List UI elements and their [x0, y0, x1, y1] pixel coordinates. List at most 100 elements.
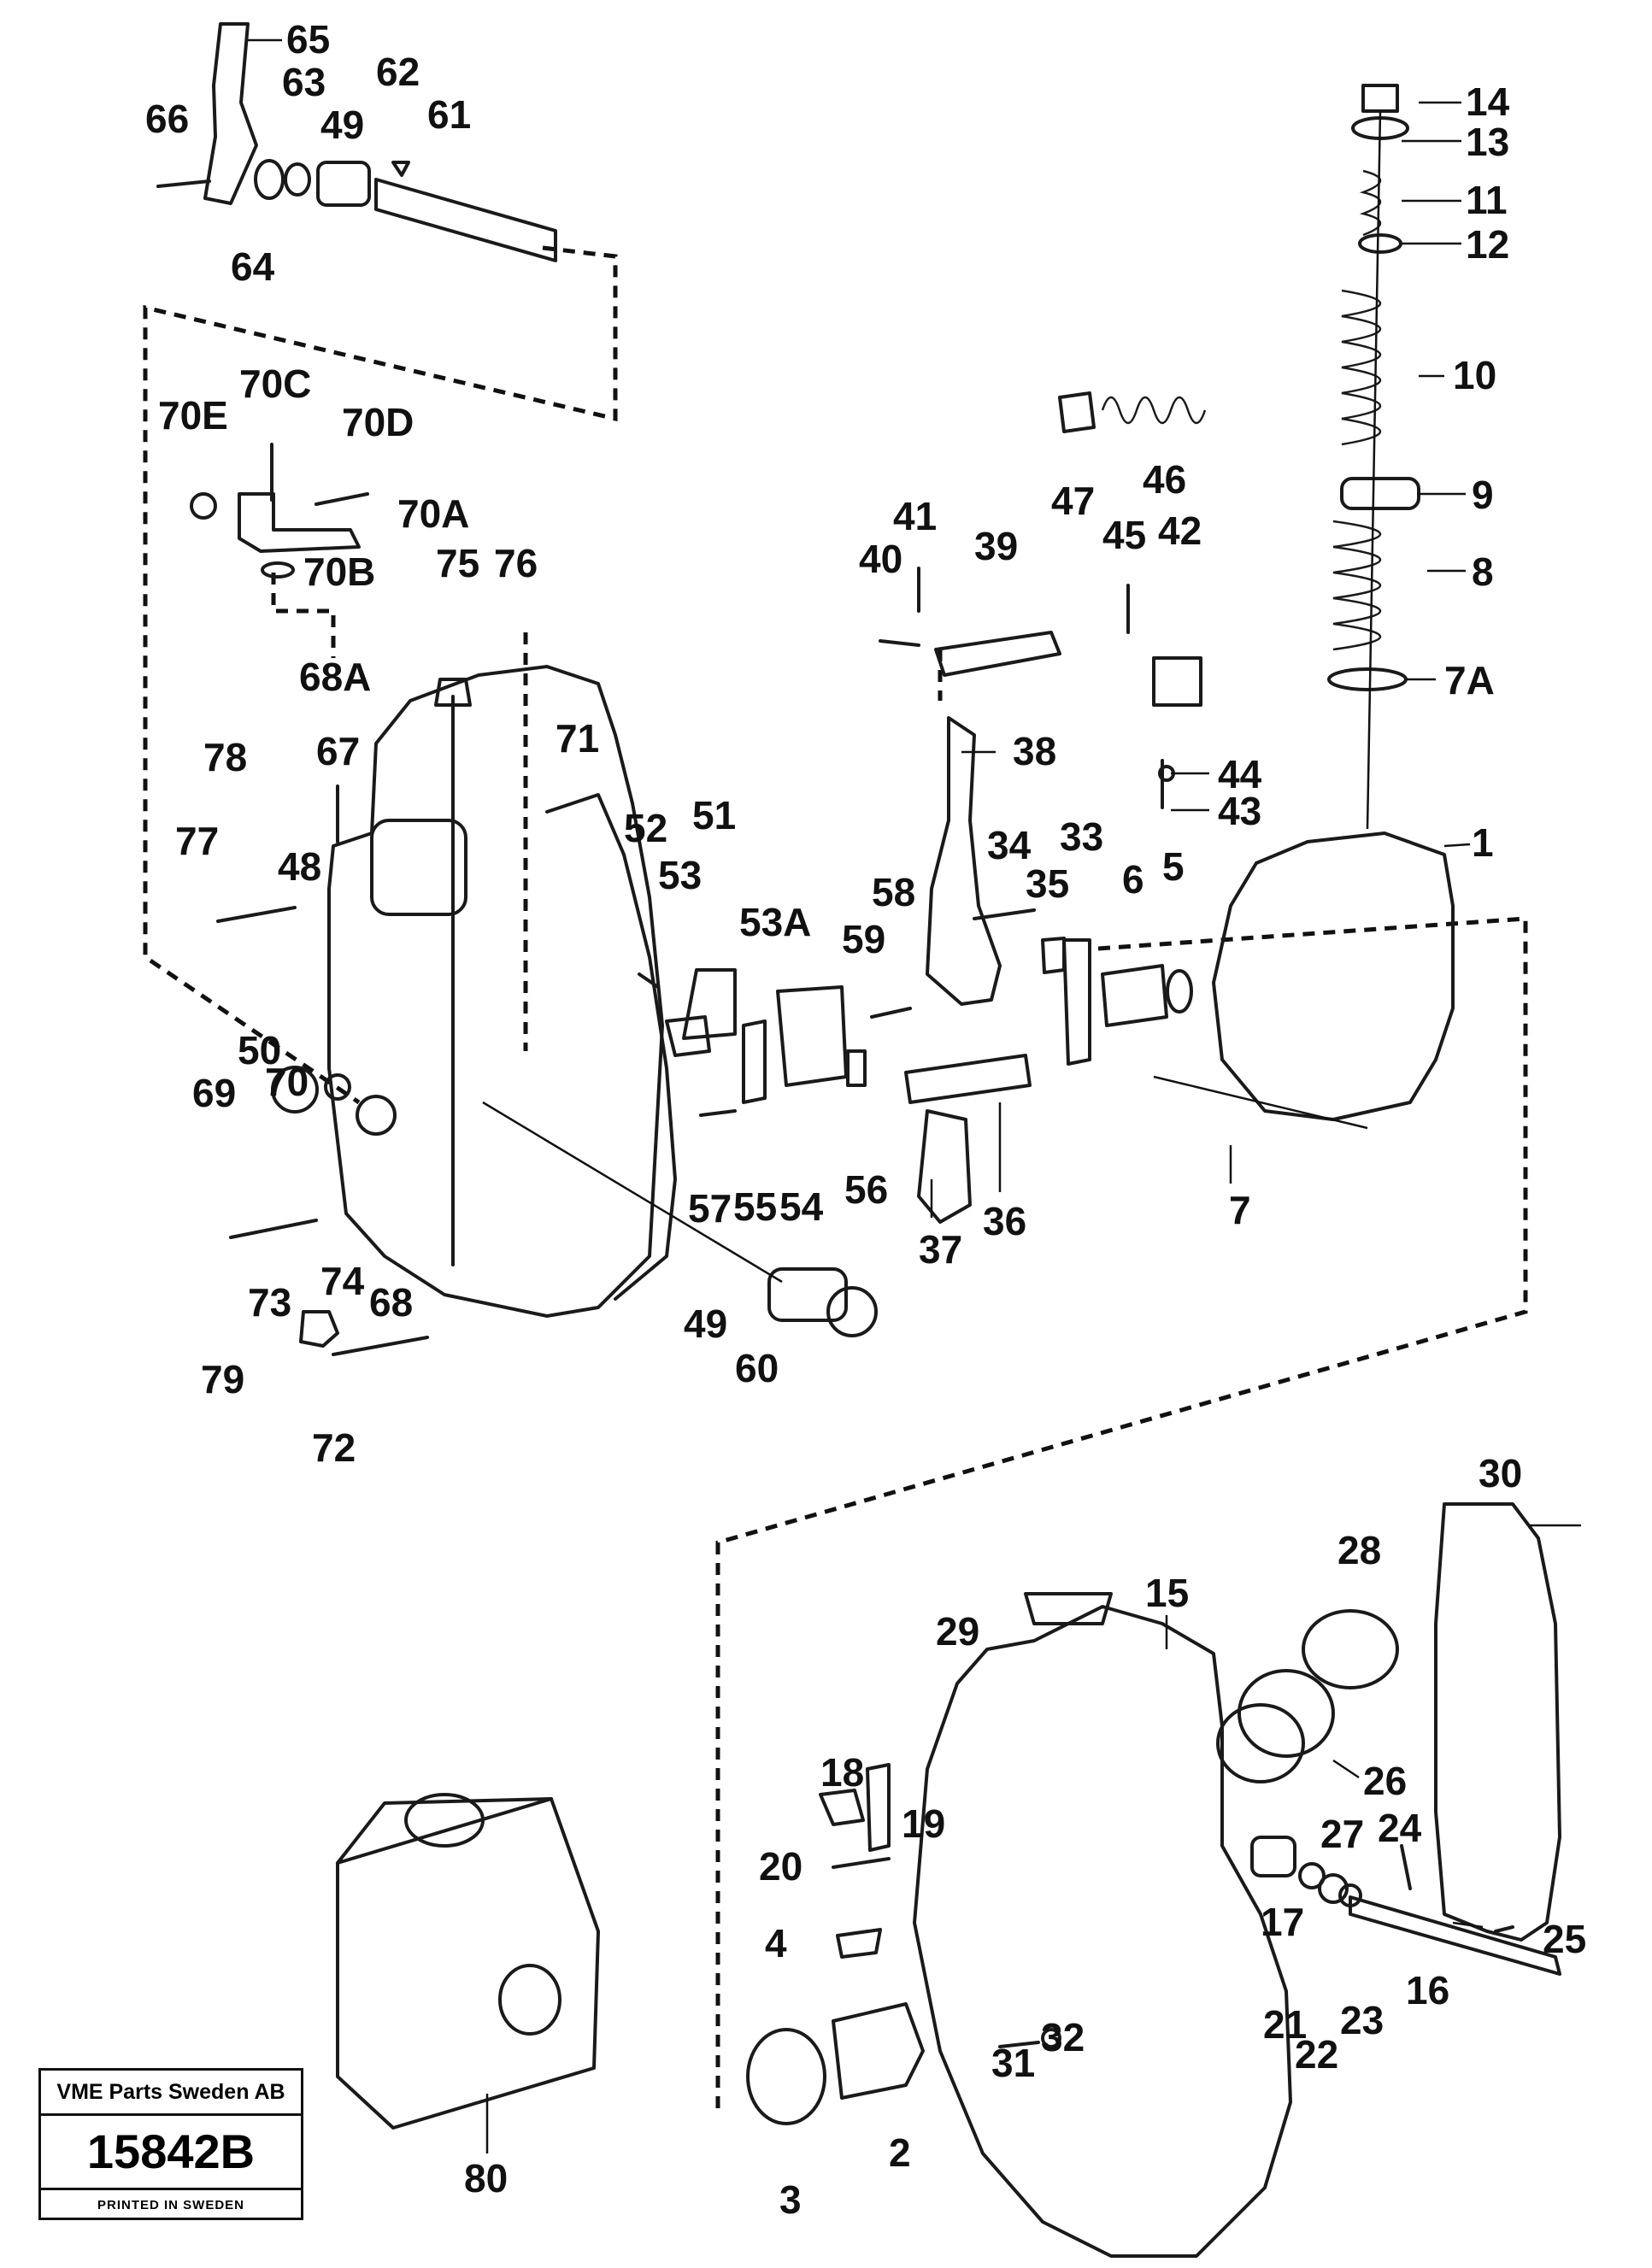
leader-26: [1332, 1759, 1360, 1779]
pin-52: [638, 972, 660, 989]
label-28: 28: [1337, 1528, 1381, 1572]
cap-68a: [434, 678, 472, 707]
label-70: 70: [265, 1060, 309, 1104]
washer-7a: [1327, 667, 1408, 691]
label-26: 26: [1363, 1759, 1407, 1803]
label-45: 45: [1102, 513, 1146, 557]
bushing-49-upper: [316, 161, 371, 207]
label-53: 53: [658, 853, 702, 897]
label-46: 46: [1143, 457, 1186, 502]
leader-lines: [248, 38, 1581, 1929]
pin-25: [1494, 1925, 1514, 1933]
plug-60: [826, 1286, 878, 1337]
part-47: [1058, 391, 1096, 433]
label-15: 15: [1145, 1571, 1189, 1615]
label-60: 60: [735, 1346, 779, 1390]
screw-14: [1361, 84, 1399, 113]
label-27: 27: [1320, 1812, 1364, 1856]
label-72: 72: [312, 1425, 356, 1470]
box-80-knob: [498, 1964, 561, 2036]
ring-21: [1298, 1862, 1326, 1889]
label-78: 78: [203, 735, 247, 779]
label-56: 56: [844, 1167, 888, 1212]
plug-28: [1302, 1609, 1399, 1689]
cover-housing: [327, 665, 664, 1318]
part-19: [866, 1763, 891, 1852]
boss-48: [370, 819, 467, 916]
spring-34: [973, 908, 1036, 920]
drawing-stamp: VME Parts Sweden AB 15842B PRINTED IN SW…: [38, 2068, 303, 2220]
bracket-35: [1041, 937, 1066, 974]
label-61: 61: [427, 92, 471, 137]
label-2: 2: [889, 2130, 911, 2175]
guide-governor-1: [715, 916, 1528, 2111]
box-80-top: [336, 1797, 553, 1865]
label-17: 17: [1261, 1900, 1304, 1944]
pin-24: [1400, 1844, 1412, 1890]
washer-32: [1041, 2028, 1061, 2048]
nut-79: [299, 1310, 339, 1348]
stamp-drawing-number: 15842B: [41, 2116, 301, 2190]
plug-29: [1024, 1592, 1113, 1625]
plate-53: [665, 1015, 711, 1057]
label-66: 66: [145, 97, 189, 141]
port-50: [356, 1095, 397, 1136]
label-39: 39: [974, 524, 1018, 568]
label-18: 18: [820, 1750, 864, 1795]
label-74: 74: [320, 1259, 365, 1303]
stamp-printed: PRINTED IN SWEDEN: [97, 2198, 244, 2212]
label-23: 23: [1340, 1998, 1384, 2042]
label-69: 69: [192, 1071, 236, 1115]
bracket-70a: [238, 492, 361, 553]
part-labels: 65 66 63 62 49 61 64 70E 70C 70D 70A 70B…: [145, 17, 1586, 2222]
label-21: 21: [1263, 2002, 1307, 2047]
ring-3: [746, 2028, 826, 2125]
label-8: 8: [1472, 549, 1494, 594]
leader-25: [1452, 1921, 1484, 1929]
label-79: 79: [201, 1357, 244, 1401]
block-42: [1152, 656, 1202, 707]
washer-23: [1338, 1883, 1362, 1907]
label-38: 38: [1013, 729, 1056, 773]
label-70b: 70B: [303, 549, 375, 594]
label-3: 3: [779, 2177, 802, 2222]
screw-7: [1153, 1075, 1368, 1130]
label-68a: 68A: [299, 655, 371, 699]
label-75: 75: [436, 541, 479, 585]
label-70e: 70E: [158, 393, 228, 438]
label-11: 11: [1466, 178, 1508, 222]
screw-59: [870, 1007, 912, 1019]
label-7: 7: [1229, 1188, 1251, 1232]
spring-10: [1341, 289, 1382, 446]
washer-70: [324, 1073, 351, 1101]
shaft-61: [374, 178, 557, 262]
label-10: 10: [1453, 353, 1496, 397]
label-64: 64: [231, 244, 275, 289]
spring-8: [1332, 520, 1381, 651]
label-67: 67: [316, 729, 360, 773]
label-54: 54: [779, 1184, 824, 1229]
screw-72: [332, 1336, 429, 1356]
spring-axis: [1366, 110, 1382, 830]
bushing-49-lower: [767, 1267, 848, 1322]
governor-box-80: [336, 1793, 600, 2153]
label-76: 76: [494, 541, 538, 585]
shaft-16: [1349, 1895, 1561, 1976]
label-22: 22: [1295, 2032, 1338, 2077]
label-43: 43: [1218, 789, 1261, 833]
label-70c: 70C: [239, 361, 311, 406]
shaft-36: [904, 1054, 1032, 1104]
ring-12: [1358, 233, 1402, 254]
screw-66: [156, 179, 211, 188]
washer-64: [254, 159, 285, 200]
label-44: 44: [1218, 752, 1262, 796]
label-25: 25: [1543, 1917, 1586, 1961]
screw-31: [998, 2041, 1040, 2048]
box-80-body: [336, 1797, 600, 2130]
label-34: 34: [987, 823, 1032, 867]
shaft-assembly: [156, 22, 557, 262]
governor-cover: [216, 665, 878, 1356]
label-51: 51: [692, 793, 736, 837]
axis-49: [482, 1101, 783, 1284]
